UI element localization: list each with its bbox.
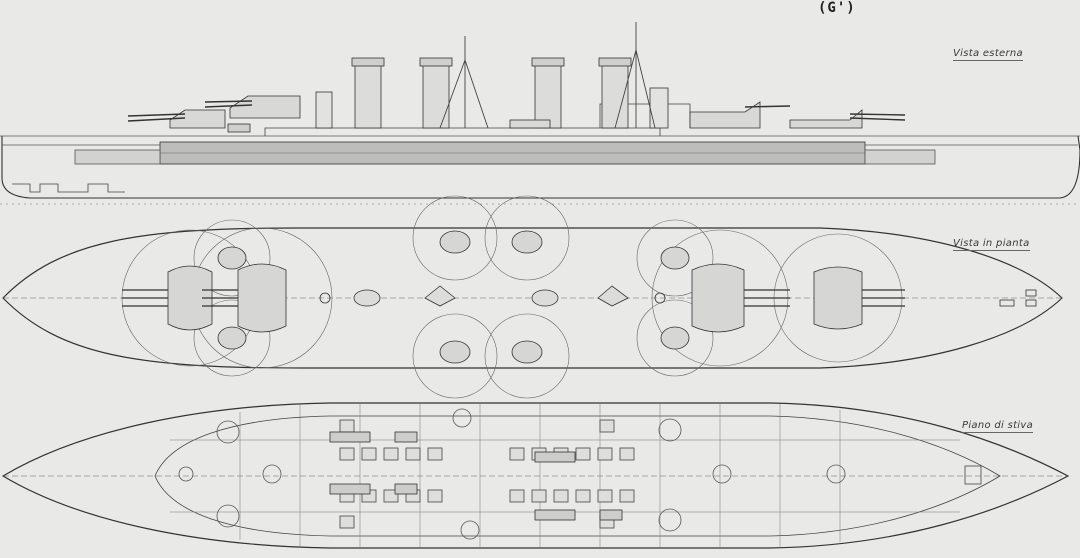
side-turrets bbox=[127, 95, 906, 133]
view-label-external: Vista esterna bbox=[953, 48, 1023, 61]
sheet-code: (G') bbox=[818, 0, 856, 16]
hold-circles bbox=[178, 408, 846, 540]
hold-plan-view bbox=[1, 402, 1070, 549]
plan-funnels bbox=[319, 285, 1037, 307]
side-elevation-view bbox=[0, 22, 1080, 199]
engines bbox=[329, 431, 623, 521]
masts bbox=[439, 22, 656, 129]
view-label-hold: Piano di stiva bbox=[962, 420, 1034, 433]
wing-turrets bbox=[217, 230, 690, 364]
main-turrets bbox=[122, 263, 905, 333]
plan-view bbox=[0, 195, 1080, 399]
view-label-plan: Vista in pianta bbox=[953, 238, 1030, 251]
funnels bbox=[315, 57, 669, 129]
